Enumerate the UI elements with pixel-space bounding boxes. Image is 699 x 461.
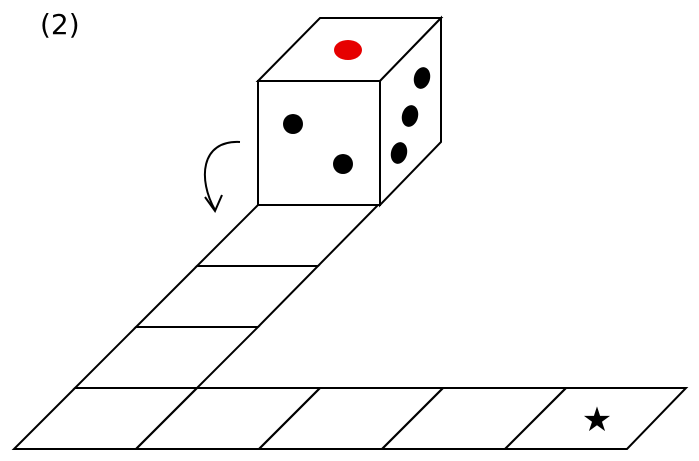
curved-arrow-stroke xyxy=(205,142,240,210)
board-vertical-path xyxy=(75,205,378,388)
board-square-h3 xyxy=(259,388,443,449)
die-front-pip xyxy=(283,114,303,134)
board-square-h1 xyxy=(14,388,197,449)
board-square-h2 xyxy=(136,388,320,449)
curved-arrow-head xyxy=(205,195,222,211)
goal-star-icon: ★ xyxy=(582,400,612,440)
board-square-h4 xyxy=(382,388,566,449)
die xyxy=(258,18,441,205)
die-front-face xyxy=(258,81,380,205)
die-front-pip xyxy=(333,154,353,174)
board-square-v2 xyxy=(136,266,318,327)
problem-label: (2) xyxy=(40,8,80,41)
board-square-v1 xyxy=(197,205,378,266)
board-square-v3 xyxy=(75,327,258,388)
curved-arrow-icon xyxy=(205,142,240,211)
die-top-pip xyxy=(334,40,362,60)
